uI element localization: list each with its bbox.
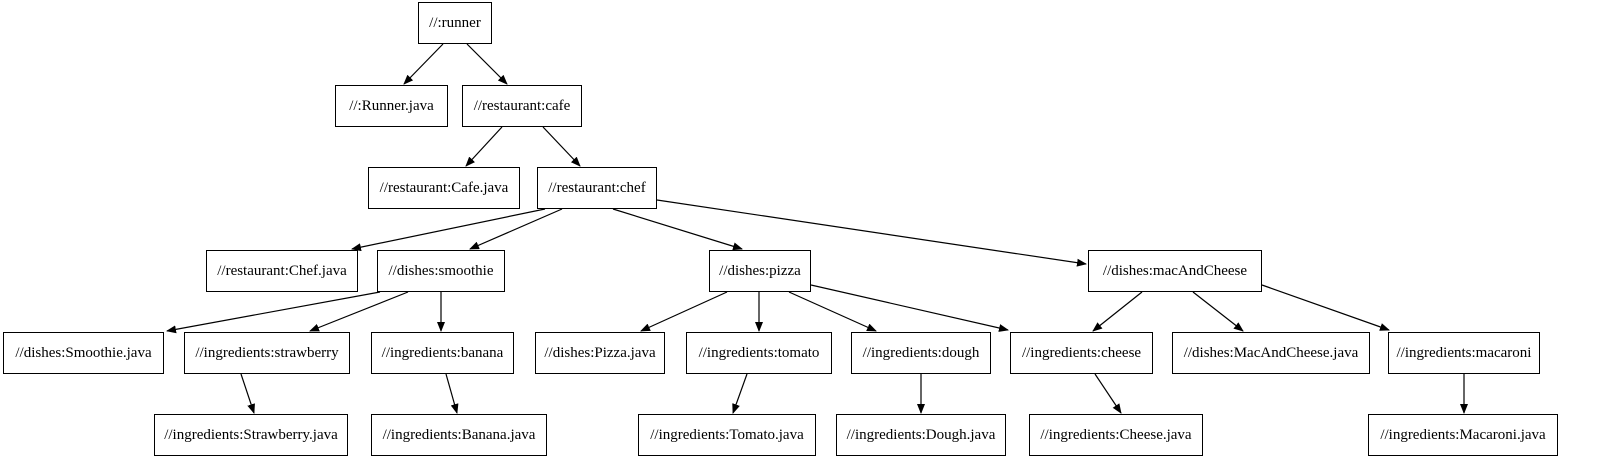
graph-node-label: //dishes:pizza	[719, 262, 801, 279]
graph-node-label: //ingredients:dough	[862, 344, 980, 361]
graph-node-label: //ingredients:Banana.java	[382, 426, 536, 443]
graph-node-label: //ingredients:Tomato.java	[650, 426, 804, 443]
graph-node-label: //ingredients:tomato	[698, 344, 820, 361]
graph-node-macandcheese[interactable]: //dishes:macAndCheese	[1088, 250, 1262, 292]
graph-node-dough[interactable]: //ingredients:dough	[851, 332, 991, 374]
graph-node-cheese_java[interactable]: //ingredients:Cheese.java	[1029, 414, 1203, 456]
graph-node-chef_java[interactable]: //restaurant:Chef.java	[206, 250, 358, 292]
graph-node-label: //restaurant:Cafe.java	[379, 179, 509, 196]
graph-node-smoothie[interactable]: //dishes:smoothie	[377, 250, 505, 292]
graph-node-label: //dishes:MacAndCheese.java	[1183, 344, 1359, 361]
graph-node-smoothie_java[interactable]: //dishes:Smoothie.java	[3, 332, 164, 374]
graph-node-runner[interactable]: //:runner	[418, 2, 492, 44]
graph-node-label: //ingredients:Dough.java	[846, 426, 996, 443]
graph-node-chef[interactable]: //restaurant:chef	[537, 167, 657, 209]
graph-node-cafe_java[interactable]: //restaurant:Cafe.java	[368, 167, 520, 209]
graph-node-label: //restaurant:Chef.java	[217, 262, 347, 279]
graph-node-pizza_java[interactable]: //dishes:Pizza.java	[535, 332, 665, 374]
graph-node-label: //dishes:Smoothie.java	[15, 344, 152, 361]
graph-node-label: //dishes:Pizza.java	[544, 344, 656, 361]
graph-node-banana_java[interactable]: //ingredients:Banana.java	[371, 414, 547, 456]
graph-node-tomato_java[interactable]: //ingredients:Tomato.java	[638, 414, 816, 456]
graph-node-cafe[interactable]: //restaurant:cafe	[462, 85, 582, 127]
graph-node-banana[interactable]: //ingredients:banana	[371, 332, 514, 374]
graph-node-label: //dishes:smoothie	[388, 262, 494, 279]
graph-node-label: //ingredients:Macaroni.java	[1380, 426, 1546, 443]
graph-node-label: //dishes:macAndCheese	[1102, 262, 1248, 279]
graph-node-pizza[interactable]: //dishes:pizza	[709, 250, 811, 292]
graph-node-label: //ingredients:cheese	[1021, 344, 1142, 361]
graph-node-label: //ingredients:macaroni	[1396, 344, 1532, 361]
graph-node-macaroni_java[interactable]: //ingredients:Macaroni.java	[1368, 414, 1558, 456]
graph-node-label: //ingredients:banana	[381, 344, 504, 361]
graph-node-label: //restaurant:cafe	[473, 97, 571, 114]
graph-node-strawberry[interactable]: //ingredients:strawberry	[184, 332, 350, 374]
graph-node-tomato[interactable]: //ingredients:tomato	[686, 332, 832, 374]
graph-node-label: //restaurant:chef	[548, 179, 646, 196]
graph-node-runner_java[interactable]: //:Runner.java	[335, 85, 448, 127]
graph-node-label: //ingredients:strawberry	[195, 344, 339, 361]
graph-node-dough_java[interactable]: //ingredients:Dough.java	[836, 414, 1006, 456]
graph-node-label: //:Runner.java	[349, 97, 434, 114]
graph-node-macaroni[interactable]: //ingredients:macaroni	[1388, 332, 1540, 374]
graph-node-cheese[interactable]: //ingredients:cheese	[1010, 332, 1153, 374]
graph-node-strawberry_java[interactable]: //ingredients:Strawberry.java	[154, 414, 348, 456]
graph-node-macandcheese_java[interactable]: //dishes:MacAndCheese.java	[1172, 332, 1370, 374]
graph-node-label: //:runner	[429, 14, 481, 31]
graph-node-label: //ingredients:Strawberry.java	[164, 426, 338, 443]
graph-node-label: //ingredients:Cheese.java	[1040, 426, 1192, 443]
